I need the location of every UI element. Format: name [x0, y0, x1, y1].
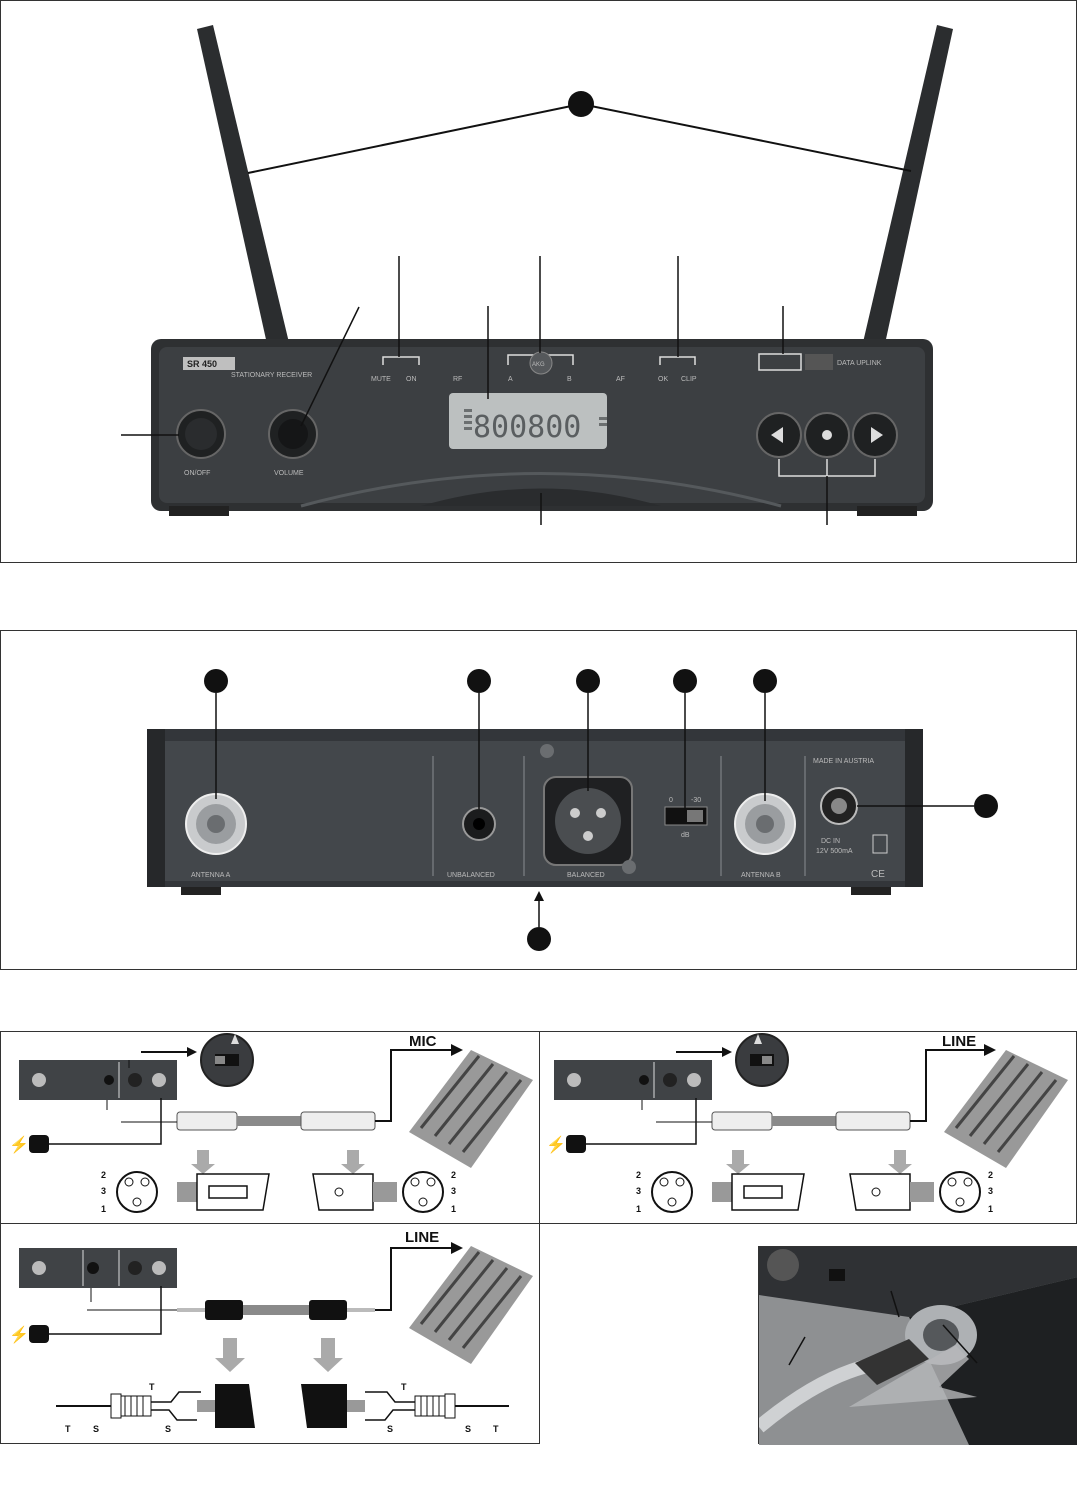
- arrow-down-icon: [313, 1338, 343, 1372]
- arrow-down-icon: [726, 1150, 750, 1174]
- arrow-down-icon: [191, 1150, 215, 1174]
- led-label-on: ON: [406, 376, 417, 383]
- xlr-pin-2-b: 2: [451, 1170, 456, 1180]
- power-plug-icon: [29, 1325, 49, 1343]
- jack-sleeve-wire-right: S: [387, 1424, 393, 1434]
- brand-logo-text: AKG: [532, 362, 545, 368]
- arrow-right-icon: [451, 1242, 463, 1254]
- arrow-right-icon: [722, 1047, 732, 1057]
- led-label-rf: RF: [453, 376, 462, 383]
- xlr-pin-2: 2: [636, 1170, 641, 1180]
- line-unbalanced-panel: ⚡ LINE: [0, 1223, 540, 1444]
- mic-label: MIC: [409, 1033, 437, 1050]
- callout-dot-icon: [753, 669, 777, 693]
- led-label-af: AF: [616, 376, 625, 383]
- lightning-icon: ⚡: [9, 1325, 29, 1344]
- unbalanced-label: UNBALANCED: [447, 872, 495, 879]
- line-label-2: LINE: [405, 1229, 439, 1246]
- xlr-pin-1: 1: [101, 1204, 106, 1214]
- arrow-up-icon: [534, 891, 544, 901]
- line-balanced-panel: ⚡ LINE 2 3 1 2 3 1: [539, 1031, 1077, 1224]
- jack-tip-left: T: [65, 1424, 71, 1434]
- xlr-pin-3-b: 3: [451, 1186, 456, 1196]
- led-label-mute: MUTE: [371, 376, 391, 383]
- led-label-b: B: [567, 376, 572, 383]
- front-view-illustration: SR 450 STATIONARY RECEIVER MUTE ON RF A …: [1, 1, 1077, 564]
- xlr-pin-1: 1: [636, 1204, 641, 1214]
- data-uplink-label: DATA UPLINK: [837, 360, 882, 367]
- rear-view-illustration: ANTENNA A UNBALANCED BALANCED 0 -30 dB A…: [1, 631, 1077, 971]
- xlr-pin-3: 3: [101, 1186, 106, 1196]
- power-plug-icon: [566, 1135, 586, 1153]
- display-digits: 800800: [473, 410, 581, 445]
- jack-sleeve-left: S: [93, 1424, 99, 1434]
- xlr-pin-3-b: 3: [988, 1186, 993, 1196]
- jack-sleeve-wire-left: S: [165, 1424, 171, 1434]
- balanced-label: BALANCED: [567, 872, 605, 879]
- line-label-1: LINE: [942, 1033, 976, 1050]
- jack-plug-detail-left: [56, 1384, 255, 1428]
- volume-label: VOLUME: [274, 470, 304, 477]
- rear-view-panel: ANTENNA A UNBALANCED BALANCED 0 -30 dB A…: [0, 630, 1077, 970]
- arrow-right-icon: [984, 1044, 996, 1056]
- led-label-ok: OK: [658, 376, 668, 383]
- xlr-pin-2-b: 2: [988, 1170, 993, 1180]
- line-unbalanced-diagram: ⚡ LINE: [1, 1224, 541, 1445]
- callout-dot-icon: [204, 669, 228, 693]
- callout-dot-icon: [576, 669, 600, 693]
- dc-in-label: DC IN: [821, 838, 840, 845]
- callout-dot-icon: [568, 91, 594, 117]
- jack-tip-right: T: [493, 1424, 499, 1434]
- switch-label-db: dB: [681, 832, 690, 839]
- mic-connection-panel: ⚡ MIC 2 3 1: [0, 1031, 540, 1224]
- arrow-down-icon: [215, 1338, 245, 1372]
- mixer-icon: [409, 1246, 533, 1364]
- model-subtitle: STATIONARY RECEIVER: [231, 372, 312, 379]
- callout-dot-icon: [527, 927, 551, 951]
- switch-label-0: 0: [669, 797, 673, 804]
- model-badge-text: SR 450: [187, 359, 217, 369]
- jack-tip-wire-right: T: [401, 1382, 407, 1392]
- power-cable-photo: [759, 1247, 1077, 1445]
- antenna-a-label: ANTENNA A: [191, 872, 231, 879]
- callout-dot-icon: [467, 669, 491, 693]
- jack-tip-wire-left: T: [149, 1382, 155, 1392]
- arrow-down-icon: [888, 1150, 912, 1174]
- led-label-clip: CLIP: [681, 376, 697, 383]
- lightning-icon: ⚡: [9, 1135, 29, 1154]
- xlr-pin-3: 3: [636, 1186, 641, 1196]
- callout-dot-icon: [974, 794, 998, 818]
- front-view-panel: SR 450 STATIONARY RECEIVER MUTE ON RF A …: [0, 0, 1077, 563]
- left-antenna-icon: [197, 25, 291, 353]
- mic-connection-diagram: ⚡ MIC 2 3 1: [1, 1032, 541, 1225]
- mixer-icon: [409, 1050, 533, 1168]
- power-cable-photo-panel: [758, 1246, 1077, 1444]
- arrow-right-icon: [451, 1044, 463, 1056]
- mixer-icon: [944, 1050, 1068, 1168]
- antenna-b-label: ANTENNA B: [741, 872, 781, 879]
- line-balanced-diagram: ⚡ LINE 2 3 1 2 3 1: [540, 1032, 1077, 1225]
- switch-label-neg30: -30: [691, 797, 701, 804]
- led-label-a: A: [508, 376, 513, 383]
- dc-spec-label: 12V 500mA: [816, 848, 853, 855]
- xlr-pin-2: 2: [101, 1170, 106, 1180]
- power-plug-icon: [29, 1135, 49, 1153]
- arrow-down-icon: [341, 1150, 365, 1174]
- jack-sleeve-right: S: [465, 1424, 471, 1434]
- lightning-icon: ⚡: [546, 1135, 566, 1154]
- made-in-label: MADE IN AUSTRIA: [813, 758, 874, 765]
- arrow-right-icon: [187, 1047, 197, 1057]
- power-label: ON/OFF: [184, 470, 210, 477]
- xlr-pin-1-b: 1: [451, 1204, 456, 1214]
- ce-mark: CE: [871, 869, 885, 880]
- xlr-pin-1-b: 1: [988, 1204, 993, 1214]
- callout-dot-icon: [673, 669, 697, 693]
- right-antenna-icon: [861, 25, 953, 353]
